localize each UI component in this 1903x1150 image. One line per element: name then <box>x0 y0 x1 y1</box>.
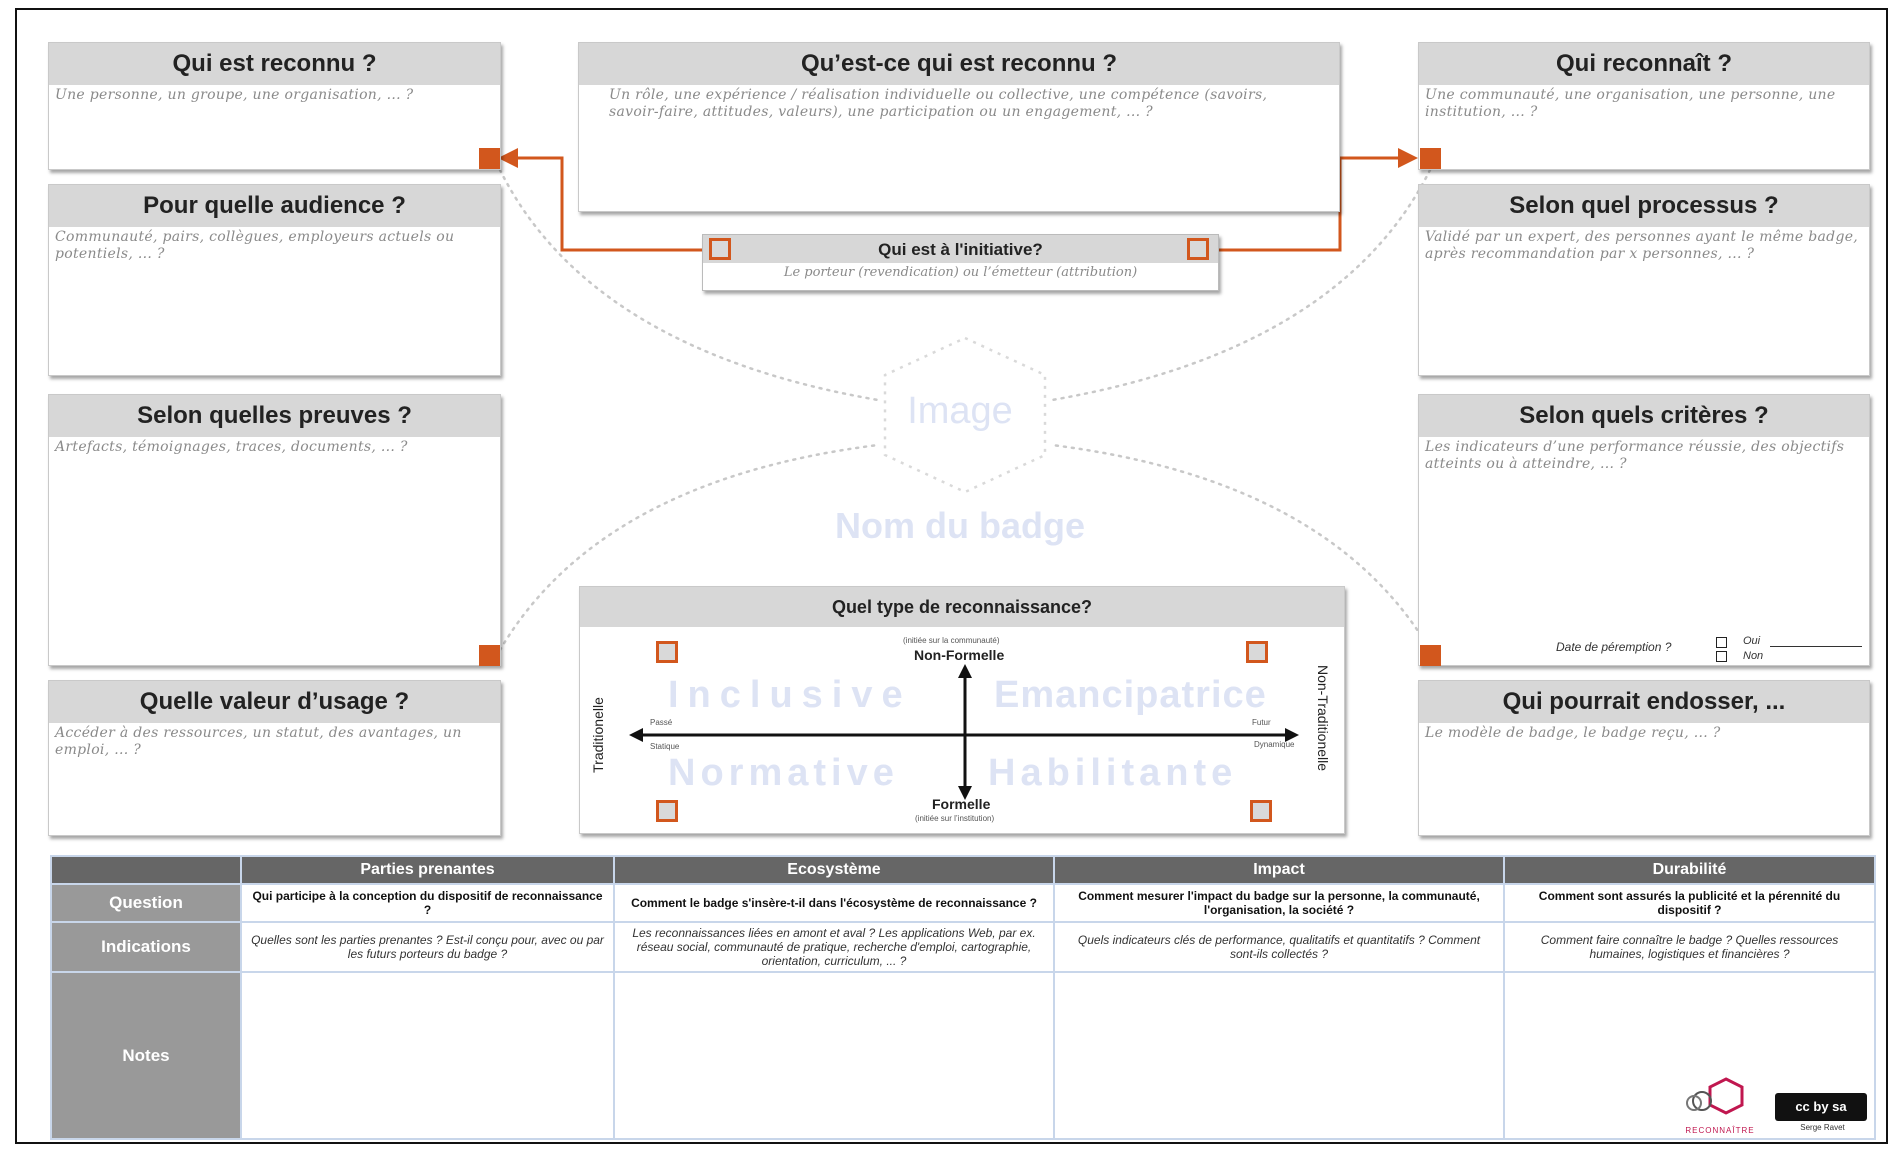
card-processus: Selon quel processus ? Validé par un exp… <box>1418 184 1870 376</box>
card-title: Qui pourrait endosser, ... <box>1419 681 1869 723</box>
quadrant-tr-checkbox[interactable] <box>1246 641 1268 663</box>
connector-square <box>479 645 500 666</box>
axis-top-sub: (initiée sur la communauté) <box>903 636 1000 645</box>
column-header: Parties prenantes <box>240 855 615 885</box>
axis-top-label: Non-Formelle <box>914 647 1005 663</box>
table-row: Indications Quelles sont les parties pre… <box>50 921 1876 973</box>
row-header-notes: Notes <box>50 971 242 1140</box>
question-cell: Comment sont assurés la publicité et la … <box>1503 883 1876 923</box>
card-title: Pour quelle audience ? <box>49 185 500 227</box>
question-cell: Qui participe à la conception du disposi… <box>240 883 615 923</box>
axis-bottom-label: Formelle <box>932 796 991 812</box>
expiry-oui-label: Oui <box>1743 635 1761 647</box>
card-title: Selon quels critères ? <box>1419 395 1869 437</box>
card-preuves: Selon quelles preuves ? Artefacts, témoi… <box>48 394 501 666</box>
card-hint: Un rôle, une expérience / réalisation in… <box>609 87 1268 120</box>
indication-cell: Quelles sont les parties prenantes ? Est… <box>240 921 615 973</box>
initiative-box: Qui est à l'initiative? Le porteur (reve… <box>702 234 1219 291</box>
recognition-axes <box>629 664 1299 800</box>
axis-bottom-sub: (initiée sur l’institution) <box>915 814 995 823</box>
axis-left-label: Traditionelle <box>589 697 606 773</box>
connector-square <box>1420 645 1441 666</box>
card-hint: Artefacts, témoignages, traces, document… <box>55 439 408 455</box>
expiry-non-checkbox[interactable] <box>1716 651 1727 662</box>
card-hint: Une communauté, une organisation, une pe… <box>1425 87 1836 120</box>
table-corner <box>50 855 242 885</box>
connector-square <box>1420 148 1441 169</box>
card-hint: Une personne, un groupe, une organisatio… <box>55 87 414 103</box>
column-header: Durabilité <box>1503 855 1876 885</box>
badge-image-placeholder: Image <box>907 390 1013 432</box>
card-title: Qui reconnaît ? <box>1419 43 1869 85</box>
card-criteres: Selon quels critères ? Les indicateurs d… <box>1418 394 1870 666</box>
card-hint: Les indicateurs d’une performance réussi… <box>1425 439 1845 472</box>
card-qui-est-reconnu: Qui est reconnu ? Une personne, un group… <box>48 42 501 170</box>
indication-cell: Les reconnaissances liées en amont et av… <box>613 921 1055 973</box>
question-cell: Comment le badge s'insère-t-il dans l'éc… <box>613 883 1055 923</box>
cc-by-sa-icon: cc by sa <box>1775 1093 1867 1121</box>
card-title: Quelle valeur d’usage ? <box>49 681 500 723</box>
card-title: Qu’est-ce qui est reconnu ? <box>579 43 1339 85</box>
notes-cell[interactable] <box>240 971 615 1140</box>
card-hint: Communauté, pairs, collègues, employeurs… <box>55 229 455 262</box>
author-name: Serge Ravet <box>1800 1123 1845 1132</box>
initiative-left-checkbox[interactable] <box>709 238 731 260</box>
card-endosser: Qui pourrait endosser, ... Le modèle de … <box>1418 680 1870 836</box>
quadrant-tl-checkbox[interactable] <box>656 641 678 663</box>
initiative-right-checkbox[interactable] <box>1187 238 1209 260</box>
axis-statique: Statique <box>650 742 680 751</box>
question-cell: Comment mesurer l'impact du badge sur la… <box>1053 883 1505 923</box>
hexagon-logo-icon <box>1686 1077 1744 1115</box>
axis-right-label: Non-Traditionelle <box>1315 664 1332 772</box>
card-quest-ce-qui-est-reconnu: Qu’est-ce qui est reconnu ? Un rôle, une… <box>578 42 1340 212</box>
axis-dynamique: Dynamique <box>1254 740 1295 749</box>
notes-cell[interactable] <box>613 971 1055 1140</box>
quadrant-inclusive: Inclusive <box>668 674 912 716</box>
logo-text: RECONNAÎTRE <box>1685 1126 1755 1135</box>
indication-cell: Quels indicateurs clés de performance, q… <box>1053 921 1505 973</box>
table-row: Notes <box>50 971 1876 1140</box>
row-header-indications: Indications <box>50 921 242 973</box>
expiry-oui-checkbox[interactable] <box>1716 637 1727 648</box>
card-audience: Pour quelle audience ? Communauté, pairs… <box>48 184 501 376</box>
card-valeur-usage: Quelle valeur d’usage ? Accéder à des re… <box>48 680 501 836</box>
evaluation-table: Parties prenantes Ecosystème Impact Dura… <box>50 855 1876 1140</box>
quadrant-br-checkbox[interactable] <box>1250 800 1272 822</box>
card-qui-reconnait: Qui reconnaît ? Une communauté, une orga… <box>1418 42 1870 170</box>
expiry-non-label: Non <box>1743 650 1764 662</box>
expiry-label: Date de péremption ? <box>1556 640 1672 654</box>
reconnaitre-logo: RECONNAÎTRE <box>1680 1075 1760 1135</box>
card-hint: Accéder à des ressources, un statut, des… <box>55 725 462 758</box>
table-row: Question Qui participe à la conception d… <box>50 883 1876 923</box>
quadrant-normative: Normative <box>668 752 899 794</box>
expiry-line <box>1770 646 1862 647</box>
recognition-type-title: Quel type de reconnaissance? <box>580 587 1344 627</box>
column-header: Ecosystème <box>613 855 1055 885</box>
card-hint: Le modèle de badge, le badge reçu, ... ? <box>1425 725 1721 741</box>
card-title: Qui est reconnu ? <box>49 43 500 85</box>
badge-name-placeholder: Nom du badge <box>835 505 1085 546</box>
card-title: Selon quel processus ? <box>1419 185 1869 227</box>
quadrant-emancipatrice: Emancipatrice <box>994 674 1267 716</box>
cc-license: cc by sa Serge Ravet <box>1775 1093 1870 1138</box>
initiative-title: Qui est à l'initiative? <box>703 235 1218 263</box>
column-header: Impact <box>1053 855 1505 885</box>
quadrant-habilitante: Habilitante <box>988 752 1238 794</box>
row-header-question: Question <box>50 883 242 923</box>
axis-futur: Futur <box>1252 718 1271 727</box>
axis-passe: Passé <box>650 718 673 727</box>
card-hint: Validé par un expert, des personnes ayan… <box>1425 229 1859 262</box>
card-title: Selon quelles preuves ? <box>49 395 500 437</box>
initiative-hint: Le porteur (revendication) ou l’émetteur… <box>783 265 1138 280</box>
quadrant-bl-checkbox[interactable] <box>656 800 678 822</box>
connector-square <box>479 148 500 169</box>
indication-cell: Comment faire connaître le badge ? Quell… <box>1503 921 1876 973</box>
notes-cell[interactable] <box>1053 971 1505 1140</box>
